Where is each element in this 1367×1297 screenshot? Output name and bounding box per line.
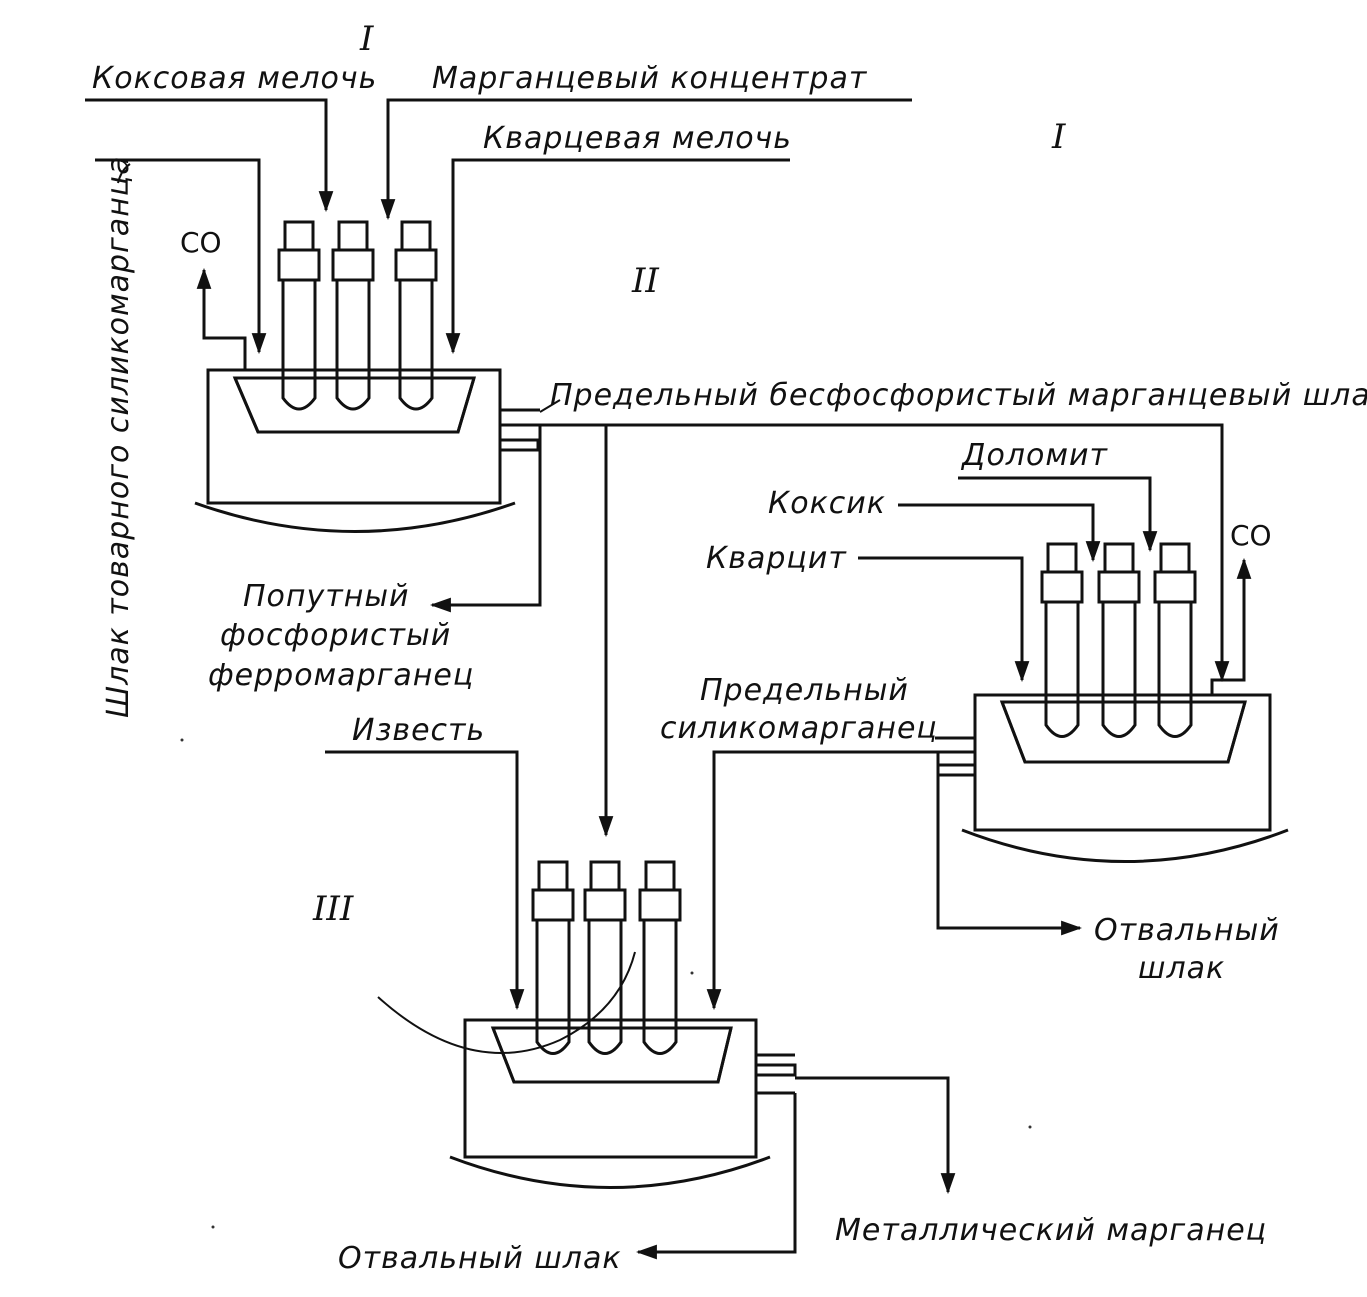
coke-fines-arrow [85, 98, 334, 213]
electrodes-2 [1040, 542, 1197, 738]
furnace-2 [935, 542, 1289, 863]
slag-to-furnace-2-arrow [540, 423, 1230, 683]
speck [1028, 1125, 1032, 1129]
stage-3-label: III [312, 889, 354, 929]
dolomite-arrow [958, 476, 1158, 553]
quartzite-arrow [858, 556, 1030, 683]
lime-arrow [325, 750, 525, 1011]
silicomanganese-label-line-2: силикомарганец [660, 711, 938, 746]
co-gas-arrow-2 [1210, 557, 1252, 695]
byproduct-label-line-3: ферромарганец [208, 658, 474, 693]
quartz-fines-label: Кварцевая мелочь [483, 121, 792, 156]
silicomanganese-label-line-1: Предельный [700, 673, 909, 708]
waste-slag-2-label-line-1: Отвальный [1094, 913, 1280, 948]
stray-arc [377, 951, 636, 1054]
coke-nut-arrow [898, 503, 1101, 563]
byproduct-label-line-1: Попутный [243, 579, 410, 614]
slag-feed-tick [117, 163, 131, 184]
mn-concentrate-label: Марганцевый концентрат [432, 61, 868, 96]
electrodes-1 [277, 220, 438, 411]
waste-slag-arrow-3 [635, 1093, 797, 1260]
speck [211, 1225, 215, 1229]
coke-nut-label: Коксик [768, 486, 886, 521]
stage-tick-label: I [1051, 117, 1066, 157]
metal-mn-label: Металлический марганец [835, 1213, 1267, 1248]
waste-slag-2-label-line-2: шлак [1138, 951, 1225, 986]
co-gas-label-2: CO [1230, 519, 1272, 552]
waste-slag-3-label: Отвальный шлак [338, 1241, 621, 1276]
metal-mn-arrow [795, 1076, 956, 1195]
stage-2-label: II [631, 261, 659, 301]
quartz-fines-arrow [445, 158, 790, 355]
coke-fines-label: Коксовая мелочь [92, 61, 377, 96]
furnace-3 [377, 860, 797, 1189]
byproduct-arrow [429, 425, 542, 613]
stage-1-label: I [359, 19, 374, 59]
speck [180, 738, 184, 742]
furnace-1 [194, 220, 540, 533]
quartzite-label: Кварцит [706, 541, 847, 576]
mn-concentrate-arrow [380, 98, 912, 221]
byproduct-label-line-2: фосфористый [220, 618, 451, 653]
speck [690, 971, 694, 975]
transfer-slag-label: Предельный бесфосфористый марганцевый шл… [550, 378, 1367, 413]
electrodes-3 [531, 860, 682, 1055]
co-gas-arrow-1 [196, 267, 247, 370]
co-gas-label-1: CO [180, 226, 222, 259]
lime-label: Известь [352, 713, 485, 748]
slag-feed-arrow [95, 158, 267, 355]
dolomite-label: Доломит [960, 438, 1108, 473]
silicomanganese-arrow [706, 750, 938, 1011]
slag-feed-label: Шлак товарного силикомарганца [101, 155, 136, 718]
waste-slag-arrow-2 [936, 752, 1083, 936]
transfer-label-tick [539, 399, 561, 413]
